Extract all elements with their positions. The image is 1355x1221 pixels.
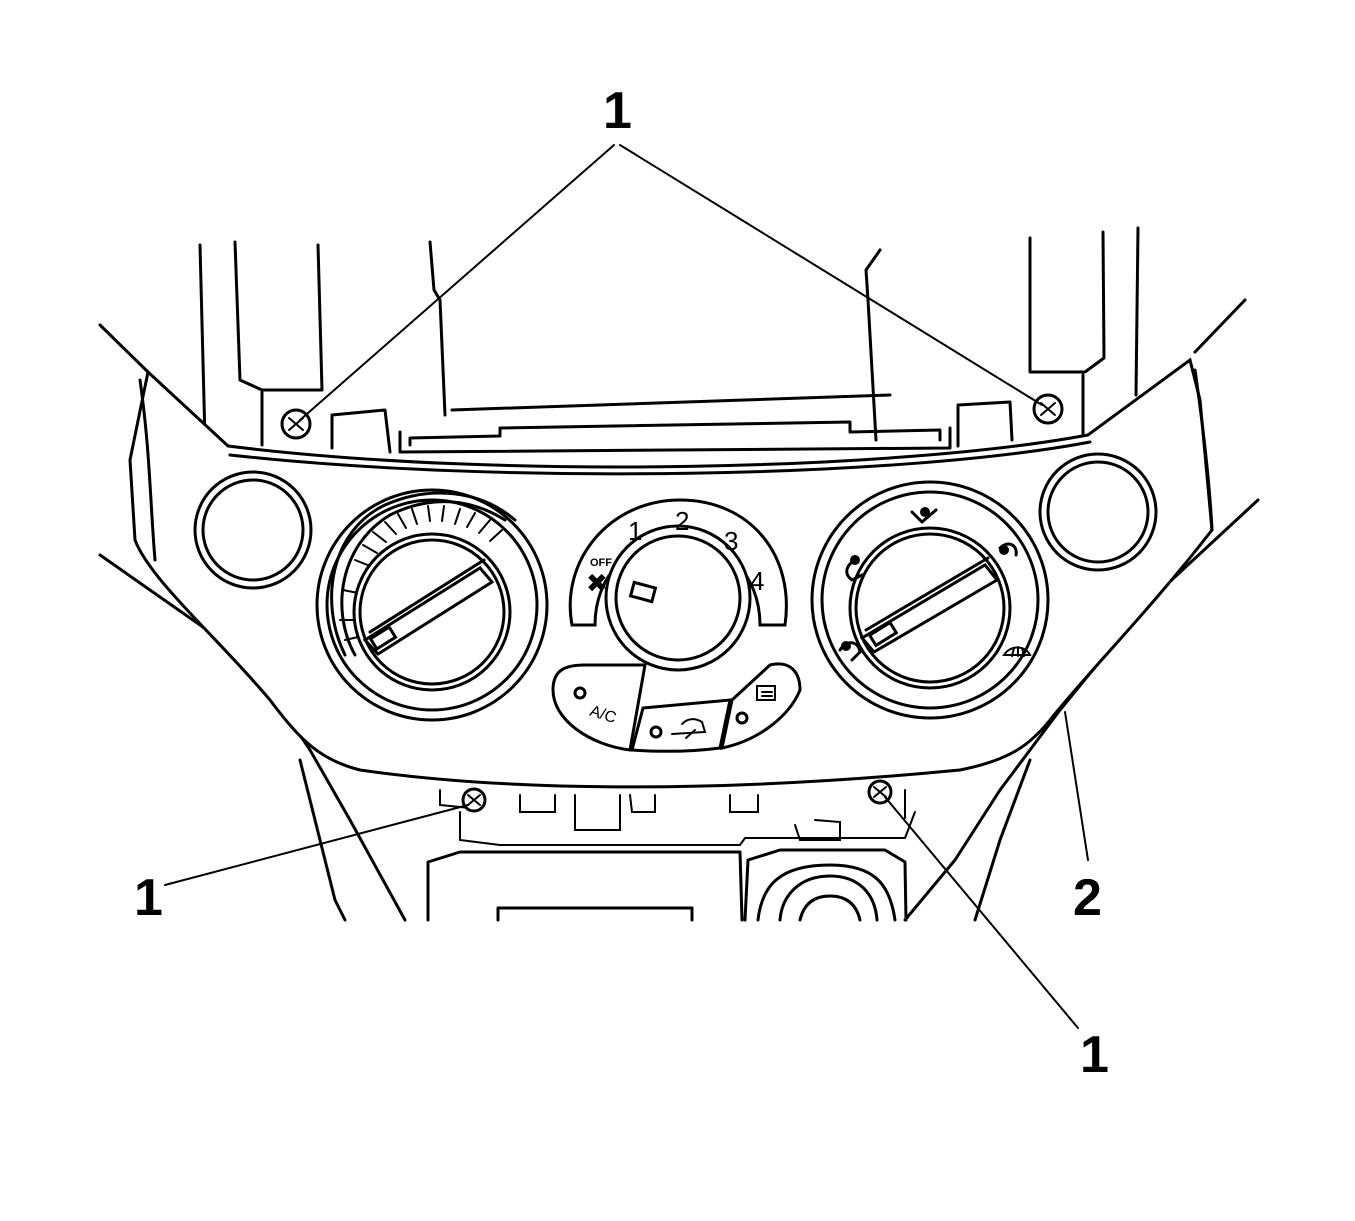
recirculation-button[interactable] bbox=[630, 698, 732, 753]
windshield-defrost-icon bbox=[1002, 646, 1032, 657]
callout-screw-top: 1 bbox=[603, 82, 632, 140]
fan-icon: ✖ bbox=[586, 568, 608, 598]
screw-top-right bbox=[1032, 393, 1064, 425]
fan-speed-dial[interactable]: OFF ✖ 1 2 3 4 bbox=[568, 498, 788, 672]
bi-level-mode-icon bbox=[838, 641, 862, 662]
ac-button[interactable]: A/C bbox=[551, 663, 647, 752]
mode-dial[interactable] bbox=[810, 480, 1050, 720]
callout-screw-bottom-right: 1 bbox=[1080, 1026, 1109, 1084]
screw-bottom-left bbox=[461, 787, 487, 813]
dash-structure bbox=[98, 226, 1260, 922]
callout-screw-bottom-left: 1 bbox=[134, 869, 163, 927]
fan-speed-2-label: 2 bbox=[675, 506, 689, 536]
screw-bottom-right bbox=[867, 779, 893, 805]
rear-defrost-icon bbox=[756, 685, 776, 701]
fan-speed-1-label: 1 bbox=[628, 516, 642, 546]
right-vent-button[interactable] bbox=[1038, 452, 1158, 572]
fan-speed-4-label: 4 bbox=[750, 566, 764, 596]
fan-speed-3-label: 3 bbox=[724, 526, 738, 556]
fan-off-label: OFF bbox=[590, 557, 612, 569]
temperature-dial[interactable] bbox=[315, 488, 549, 722]
floor-defrost-mode-icon bbox=[998, 542, 1018, 557]
left-vent-button[interactable] bbox=[193, 470, 313, 590]
leader-lines bbox=[164, 144, 1089, 1029]
callout-bezel: 2 bbox=[1073, 869, 1102, 927]
temperature-scale bbox=[339, 505, 503, 641]
floor-mode-icon bbox=[910, 507, 938, 524]
recirculation-icon bbox=[671, 718, 707, 739]
rear-defrost-button[interactable] bbox=[720, 662, 802, 750]
vent-mode-icon bbox=[845, 555, 864, 582]
